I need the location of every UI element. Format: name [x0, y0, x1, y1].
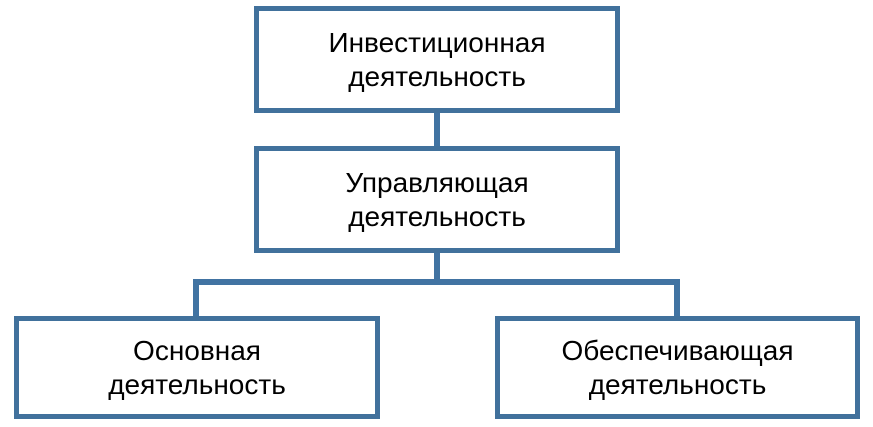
connector-investment-to-managing	[434, 111, 440, 148]
connector-drop-to-supporting	[674, 279, 680, 318]
node-investment-activity-label: Инвестиционная деятельность	[328, 27, 546, 92]
node-main-activity: Основная деятельность	[14, 316, 380, 419]
node-main-activity-label: Основная деятельность	[108, 335, 286, 400]
node-investment-activity: Инвестиционная деятельность	[254, 6, 620, 113]
node-managing-activity: Управляющая деятельность	[254, 146, 620, 253]
node-managing-activity-label: Управляющая деятельность	[345, 167, 529, 232]
node-supporting-activity: Обеспечивающая деятельность	[495, 316, 860, 419]
node-supporting-activity-label: Обеспечивающая деятельность	[561, 335, 794, 400]
connector-drop-to-main	[193, 279, 199, 318]
connector-branch-horizontal	[193, 279, 680, 285]
connector-managing-stem	[434, 251, 440, 281]
